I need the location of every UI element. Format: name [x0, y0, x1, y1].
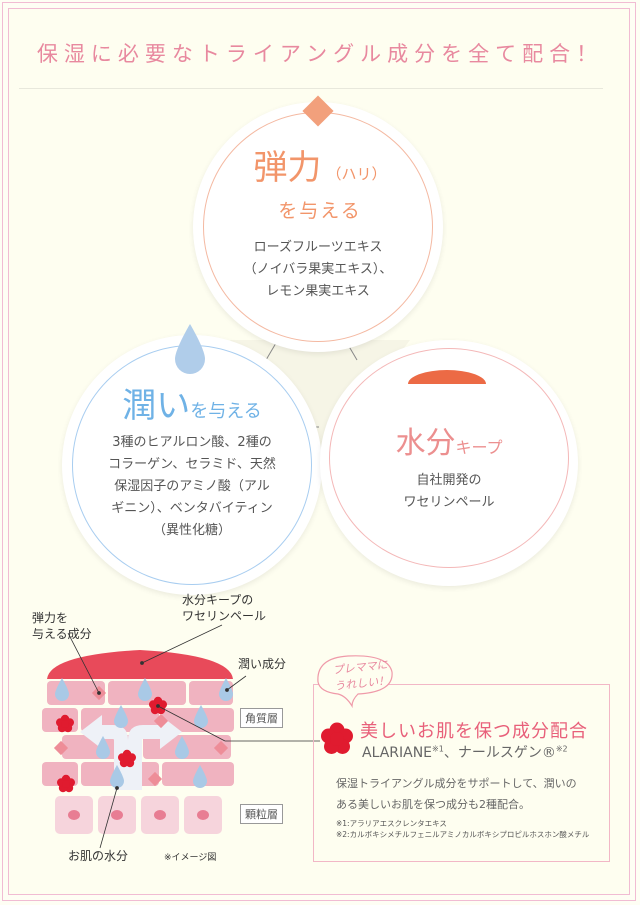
flower-icon [321, 722, 353, 754]
elasticity-title-paren: （ハリ） [326, 165, 387, 183]
elasticity-title: 弾力 （ハリ） [0, 140, 640, 189]
ingredient-line: 保湿因子のアミノ酸（アル [114, 479, 270, 494]
body-line: ある美しいお肌を保つ成分も2種配合。 [336, 798, 530, 811]
image-note: ※イメージ図 [164, 853, 217, 863]
elasticity-title-main: 弾力 [253, 148, 322, 188]
footnote: ※2:カルボキシメチルフェニルアミノカルボキシプロピルホスホン酸メチル [336, 830, 590, 839]
label-line: 水分キープの [182, 593, 254, 607]
ingredient-line: ギニン）、ベンタバイティン [111, 501, 273, 516]
divider [19, 88, 603, 89]
page-headline: 保湿に必要なトライアングル成分を全て配合！ [36, 42, 604, 66]
info-footnotes: ※1:アラリアエスクレンタエキス ※2:カルボキシメチルフェニルアミノカルボキシ… [336, 818, 589, 840]
label-line: 弾力を [32, 611, 69, 625]
info-box [313, 684, 610, 862]
moisture-circle [62, 335, 322, 595]
footnote-mark-2: ※2 [555, 744, 568, 754]
label-line: ワセリンペール [182, 609, 267, 623]
label-elasticity-ingredient: 弾力を 与える成分 [32, 610, 92, 642]
water-keep-ingredients: 自社開発の ワセリンペール [320, 470, 578, 514]
water-keep-title-main: 水分 [395, 426, 456, 461]
water-drop-icon [175, 324, 205, 374]
water-keep-title-suffix: キープ [455, 438, 503, 457]
moisture-title: 潤いを与える [62, 378, 322, 427]
body-line: 保湿トライアングル成分をサポートして、潤いの [336, 777, 577, 790]
info-title: 美しいお肌を保つ成分配合 [360, 721, 588, 742]
ingredient-line: レモン果実エキス [266, 284, 370, 299]
footnote: ※1:アラリアエスクレンタエキス [336, 819, 447, 828]
elasticity-subtitle: を与える [278, 200, 362, 222]
layer-tag-granular: 顆粒層 [240, 804, 283, 824]
speech-bubble [317, 655, 393, 708]
elasticity-ingredients: ローズフルーツエキス （ノイバラ果実エキス）、 レモン果実エキス [193, 237, 443, 303]
label-vaseline: 水分キープの ワセリンペール [182, 592, 266, 624]
vaseline-icon [408, 370, 486, 384]
ingredient-line: （ノイバラ果実エキス）、 [243, 262, 393, 277]
label-moisture-ingredient: 潤い成分 [238, 657, 287, 671]
ingredient-line: （異性化糖） [152, 523, 231, 538]
label-line: 与える成分 [32, 627, 92, 641]
water-keep-title: 水分キープ [320, 418, 578, 462]
ingredient-line: コラーゲン、セラミド、天然 [108, 457, 276, 472]
info-ingredients: ALARIANE※1、ナールスゲン®※2 [362, 742, 568, 762]
moisture-ingredients: 3種のヒアルロン酸、2種の コラーゲン、セラミド、天然 保湿因子のアミノ酸（アル… [62, 432, 322, 542]
ingredient-alariane: ALARIANE [362, 745, 433, 761]
elasticity-circle [193, 102, 443, 352]
footnote-mark-1: ※1 [432, 744, 444, 754]
ingredient-line: 3種のヒアルロン酸、2種の [112, 435, 272, 450]
info-body: 保湿トライアングル成分をサポートして、潤いの ある美しいお肌を保つ成分も2種配合… [336, 773, 606, 815]
ingredient-narsgen: 、ナールスゲン® [443, 745, 556, 761]
layer-tag-stratum-corneum: 角質層 [240, 708, 283, 728]
moisture-title-suffix: を与える [190, 401, 262, 422]
ingredient-line: ローズフルーツエキス [253, 240, 383, 255]
label-skin-water: お肌の水分 [68, 849, 129, 863]
ingredient-line: ワセリンペール [403, 495, 495, 510]
moisture-title-main: 潤い [122, 386, 191, 426]
ingredient-line: 自社開発の [416, 473, 482, 488]
